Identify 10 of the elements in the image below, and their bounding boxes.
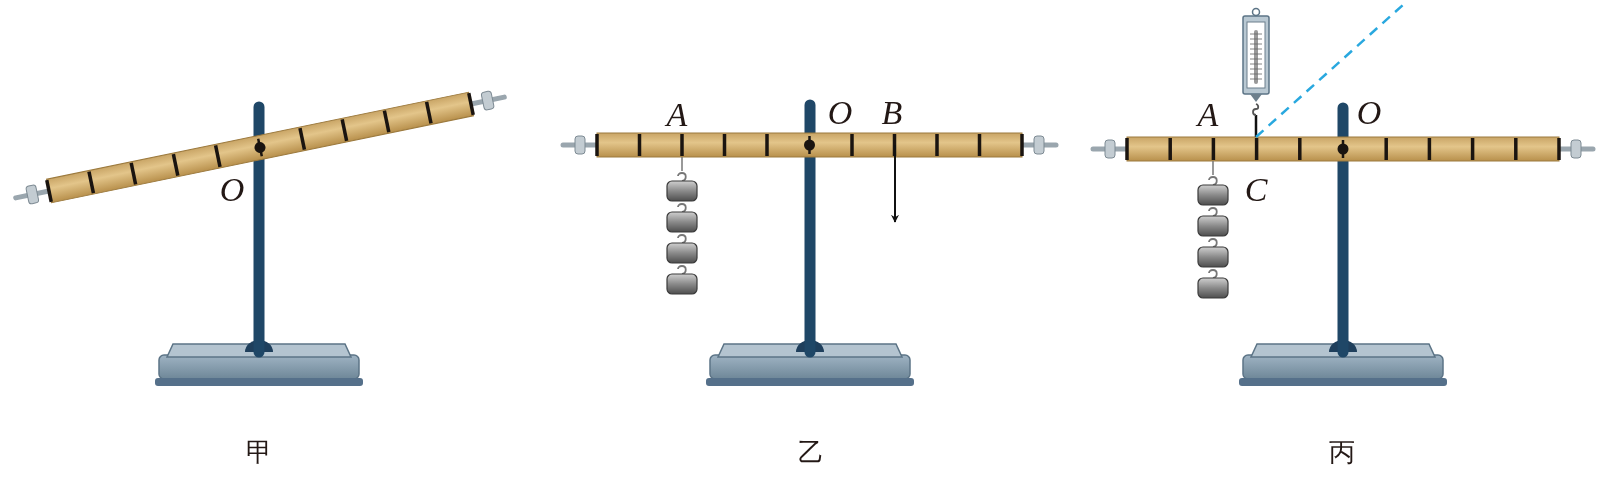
point-label: C — [1244, 173, 1268, 207]
figure-caption: 甲 — [246, 439, 272, 465]
point-label: O — [827, 96, 853, 130]
figure-caption: 乙 — [798, 439, 824, 465]
point-label: O — [219, 173, 245, 207]
point-label: B — [881, 96, 903, 130]
point-label: A — [1197, 98, 1219, 132]
point-label: A — [666, 98, 688, 132]
point-label: O — [1356, 96, 1382, 130]
figure-caption: 丙 — [1329, 439, 1355, 465]
